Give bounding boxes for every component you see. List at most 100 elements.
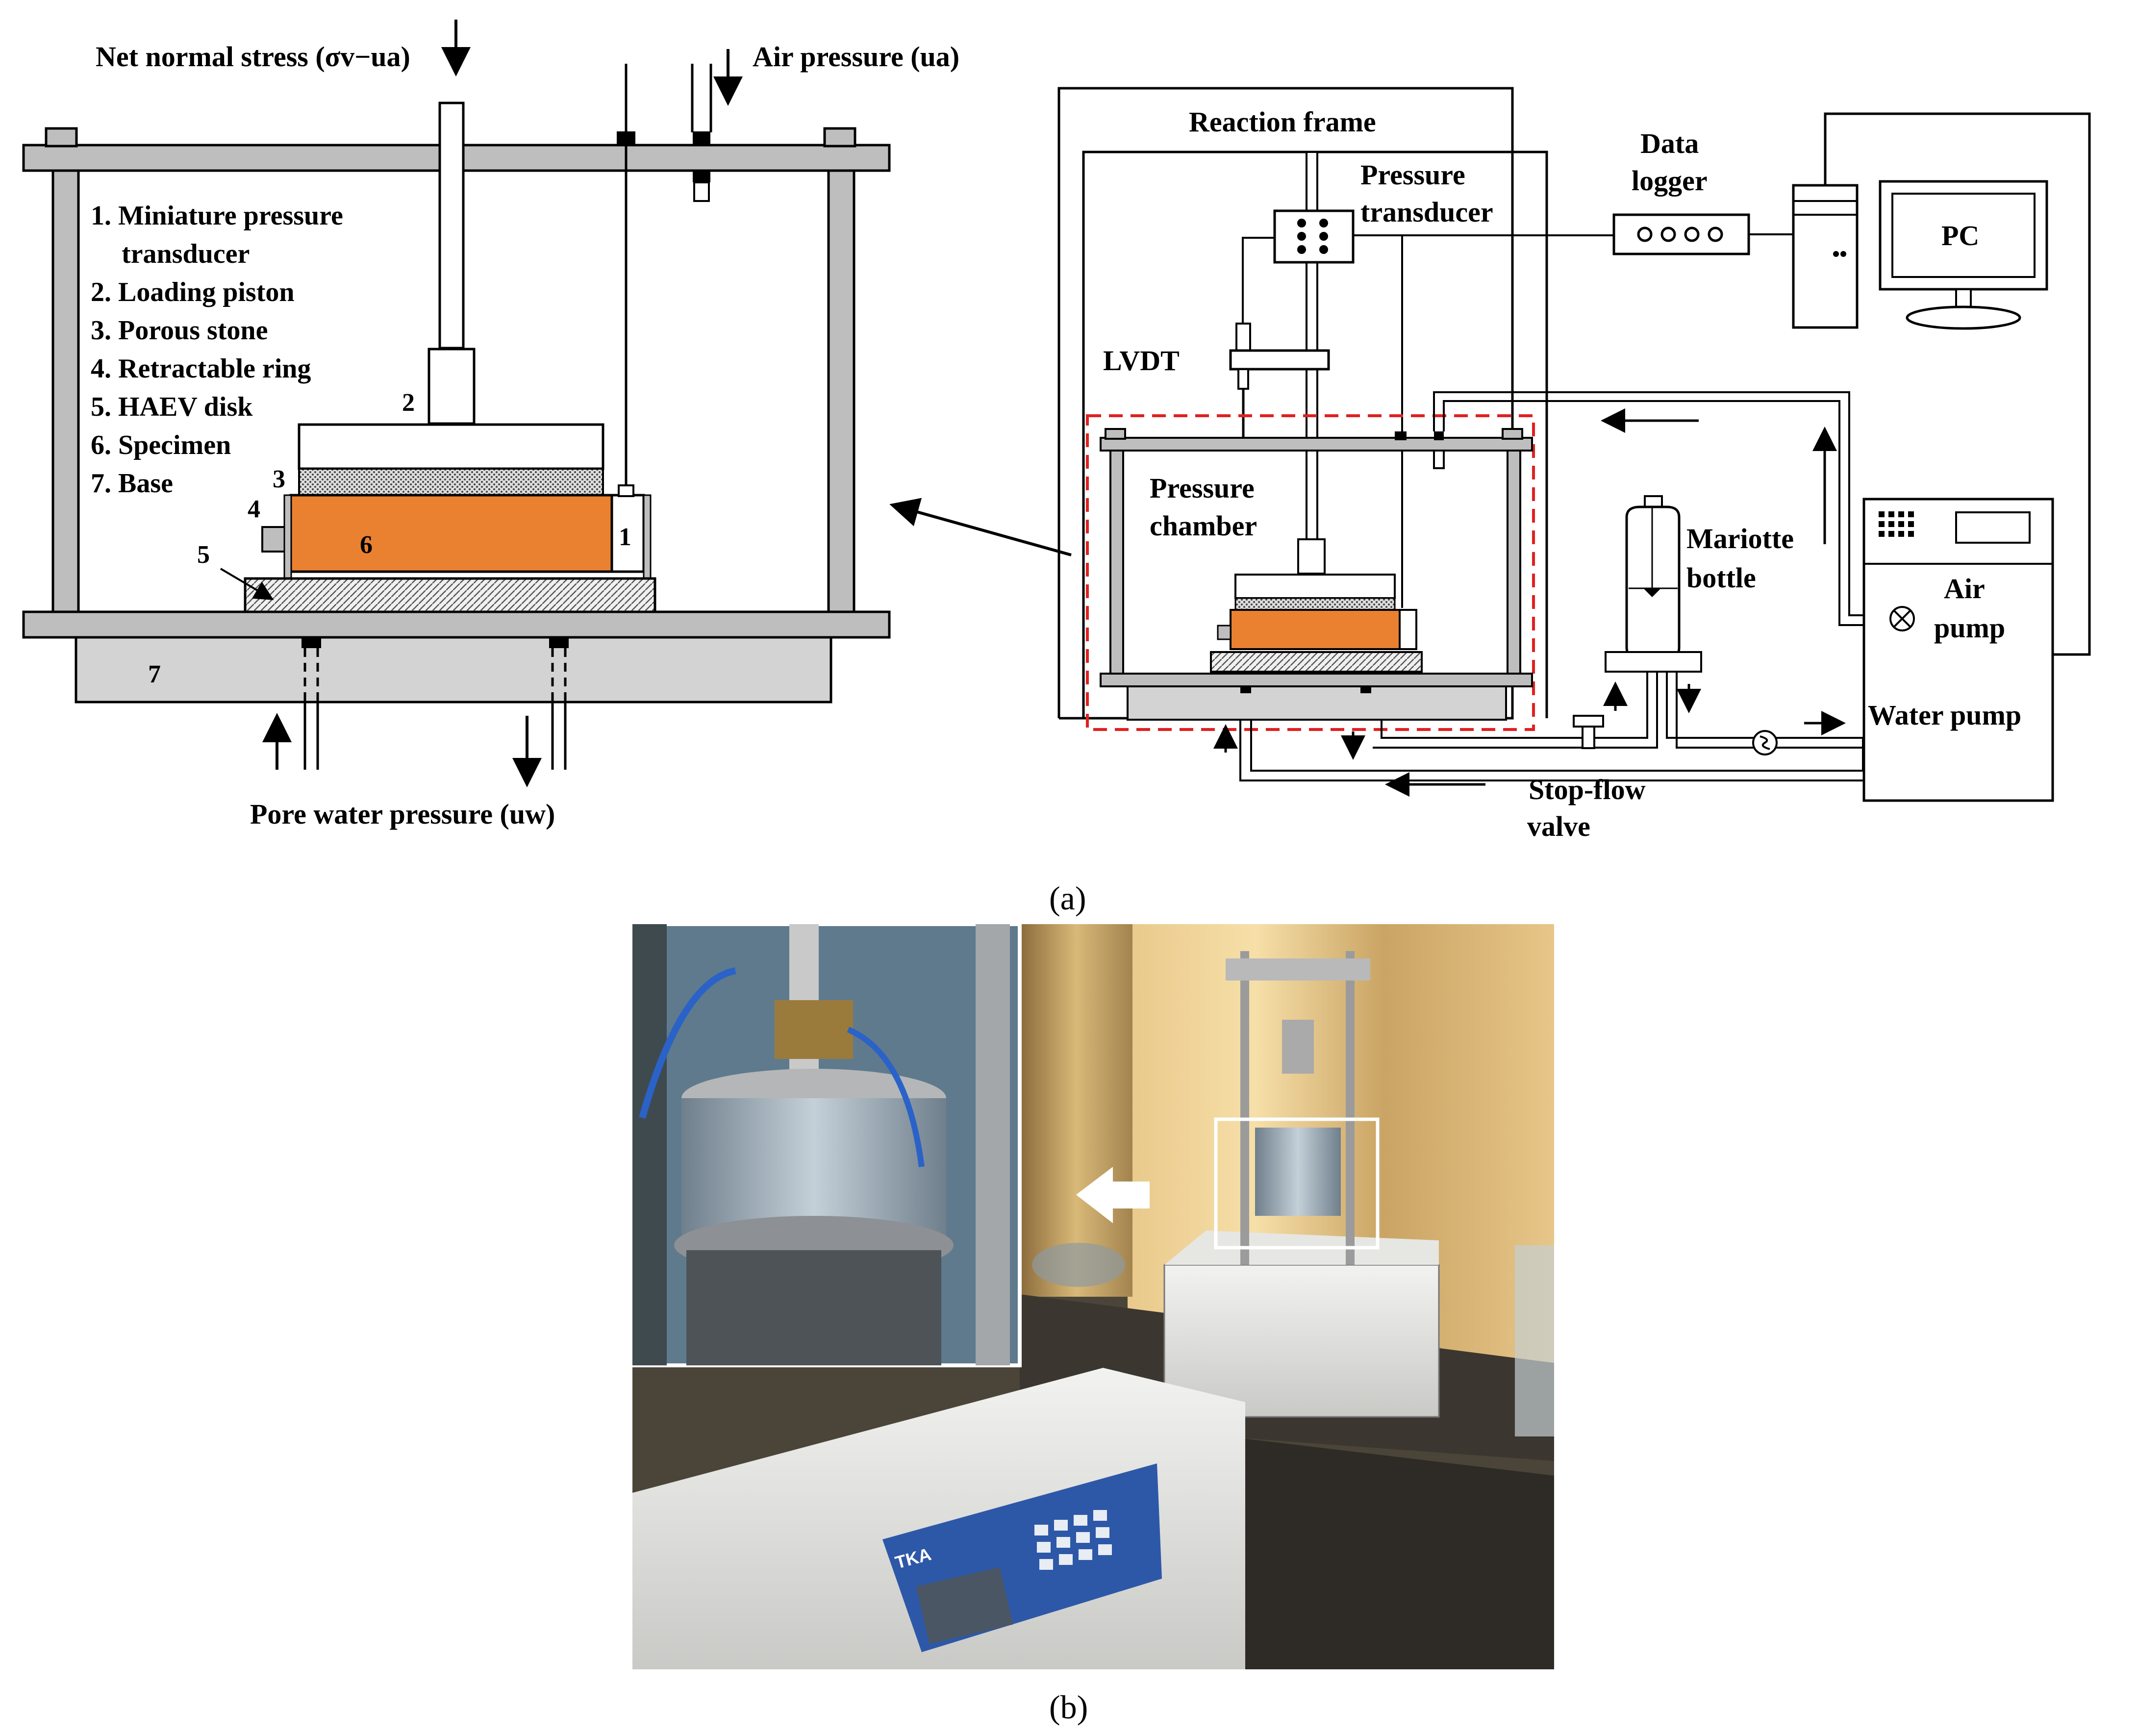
chamber-nut-right	[1502, 428, 1523, 440]
port-connector-2	[693, 131, 710, 144]
controller-keypad	[1034, 1510, 1112, 1570]
panel-b-caption: (b)	[1049, 1688, 1088, 1726]
pump-keypad	[1879, 511, 1914, 537]
chamber-base-port-1	[1240, 686, 1251, 693]
inset-base	[686, 1250, 941, 1365]
water-line-c	[1666, 672, 1754, 739]
controller-screen	[916, 1567, 1013, 1644]
legend-item-4: 4. Retractable ring	[91, 353, 311, 384]
pressure-chamber-label-1: Pressure	[1150, 472, 1255, 504]
nut-right	[823, 127, 856, 148]
chamber-specimen	[1230, 609, 1401, 650]
zoom-highlight-box	[1214, 1117, 1380, 1250]
test-system-schematic: Reaction frame Pressure transducer LVDT …	[1057, 87, 2091, 842]
legend-item-3: 3. Porous stone	[91, 315, 268, 346]
loading-piston	[427, 348, 476, 425]
base	[75, 636, 832, 704]
chamber-side-port	[1433, 450, 1445, 469]
chamber-air-port	[1395, 431, 1407, 440]
stop-flow-valve-label-2: valve	[1527, 810, 1590, 842]
water-bottle	[1515, 1245, 1554, 1436]
top-cap	[298, 423, 604, 470]
chamber-top-cap	[1234, 574, 1396, 599]
data-logger-knobs	[1637, 226, 1723, 242]
water-line-a	[1381, 672, 1648, 739]
chamber-top-plate	[1100, 437, 1533, 452]
ring-wall-left	[283, 494, 292, 579]
chamber-base	[1127, 685, 1507, 721]
legend-item-6: 6. Specimen	[91, 430, 231, 460]
pc-tower-led-2	[1840, 251, 1846, 257]
bottom-beam	[22, 610, 891, 639]
lvdt-clamp	[1229, 349, 1330, 371]
legend-item-5: 5. HAEV disk	[91, 392, 253, 422]
pressure-transducer-label-2: transducer	[1360, 196, 1493, 228]
callout-5: 5	[197, 541, 210, 569]
transducer-1-cap	[618, 484, 634, 497]
chamber-base-port-2	[1360, 686, 1371, 693]
chamber-column-right	[1507, 450, 1521, 675]
data-logger-label-2: logger	[1632, 165, 1708, 197]
pressure-transducer-block	[1273, 209, 1355, 264]
net-normal-stress-label: Net normal stress (σv−ua)	[96, 41, 410, 73]
inset-chamber-glass	[681, 1098, 946, 1235]
port-connector-1	[617, 131, 635, 144]
lvdt-label: LVDT	[1103, 345, 1180, 377]
legend-item-2: 2. Loading piston	[91, 277, 295, 307]
chamber-porous-stone	[1234, 597, 1396, 611]
transducer-dots	[1297, 219, 1328, 254]
stop-flow-valve	[1573, 715, 1604, 728]
loading-rod	[438, 101, 465, 350]
chamber-nut-left	[1105, 428, 1126, 440]
chamber-side-port-cap	[1434, 431, 1444, 440]
reaction-frame-label: Reaction frame	[1189, 106, 1376, 138]
callout-1: 1	[619, 523, 631, 551]
pc-pump-cable	[1824, 112, 2091, 656]
curtain-left-strip	[1020, 924, 1132, 1297]
machine-load-cell	[1282, 1020, 1314, 1074]
air-pump-label-1: Air	[1944, 573, 1985, 604]
chamber-piston	[1297, 538, 1326, 575]
mariotte-bottle-label-2: bottle	[1686, 562, 1756, 594]
stop-flow-valve-stem	[1582, 726, 1595, 749]
pc-tower	[1792, 184, 1859, 329]
machine-chamber	[1255, 1128, 1341, 1216]
port-connector-3	[693, 170, 710, 182]
data-logger-label-1: Data	[1640, 127, 1699, 159]
data-logger	[1612, 213, 1750, 255]
zoom-white-arrow	[1076, 1167, 1150, 1223]
mariotte-stand	[1605, 651, 1702, 673]
inset-blue-tube	[639, 967, 736, 1119]
pc-monitor-base	[1906, 305, 2021, 330]
air-line-inner	[1443, 400, 1892, 626]
chamber-haev	[1210, 651, 1423, 673]
water-pump-valve-symbol	[1760, 735, 1770, 750]
stop-flow-valve-label-1: Stop-flow	[1529, 774, 1646, 805]
component-legend: 1. Miniature pressure transducer 2. Load…	[91, 201, 343, 499]
legend-item-1: 1. Miniature pressure	[91, 201, 343, 231]
air-pump-label-2: pump	[1934, 612, 2005, 644]
pressure-chamber-label-2: chamber	[1150, 510, 1257, 542]
mariotte-bottle-label-1: Mariotte	[1686, 523, 1794, 554]
frame-column-right	[827, 160, 855, 617]
lvdt-tip	[1237, 368, 1249, 390]
lvdt-wire	[1242, 237, 1275, 324]
chamber-bottom-plate	[1100, 673, 1533, 687]
gauge-x-2	[1893, 609, 1911, 628]
callout-2: 2	[402, 389, 415, 417]
porous-stone	[298, 468, 604, 496]
inset-brass-fitting	[775, 1000, 853, 1059]
pump-cabinet	[1862, 498, 2054, 802]
callout-7: 7	[148, 660, 161, 688]
machine-col-left	[1240, 951, 1249, 1265]
pc-screen	[1891, 193, 2036, 278]
cell-cross-section: Net normal stress (σv−ua) Air pressure (…	[22, 20, 959, 830]
glass-jar	[1032, 1243, 1125, 1287]
ring-wall-right	[643, 494, 652, 579]
mariotte-level-mark	[1643, 588, 1661, 597]
inset-right-column	[976, 924, 1010, 1365]
mariotte-bottle-cap	[1644, 495, 1663, 508]
water-line-b	[1373, 672, 1658, 749]
legend-item-7: 7. Base	[91, 468, 173, 499]
